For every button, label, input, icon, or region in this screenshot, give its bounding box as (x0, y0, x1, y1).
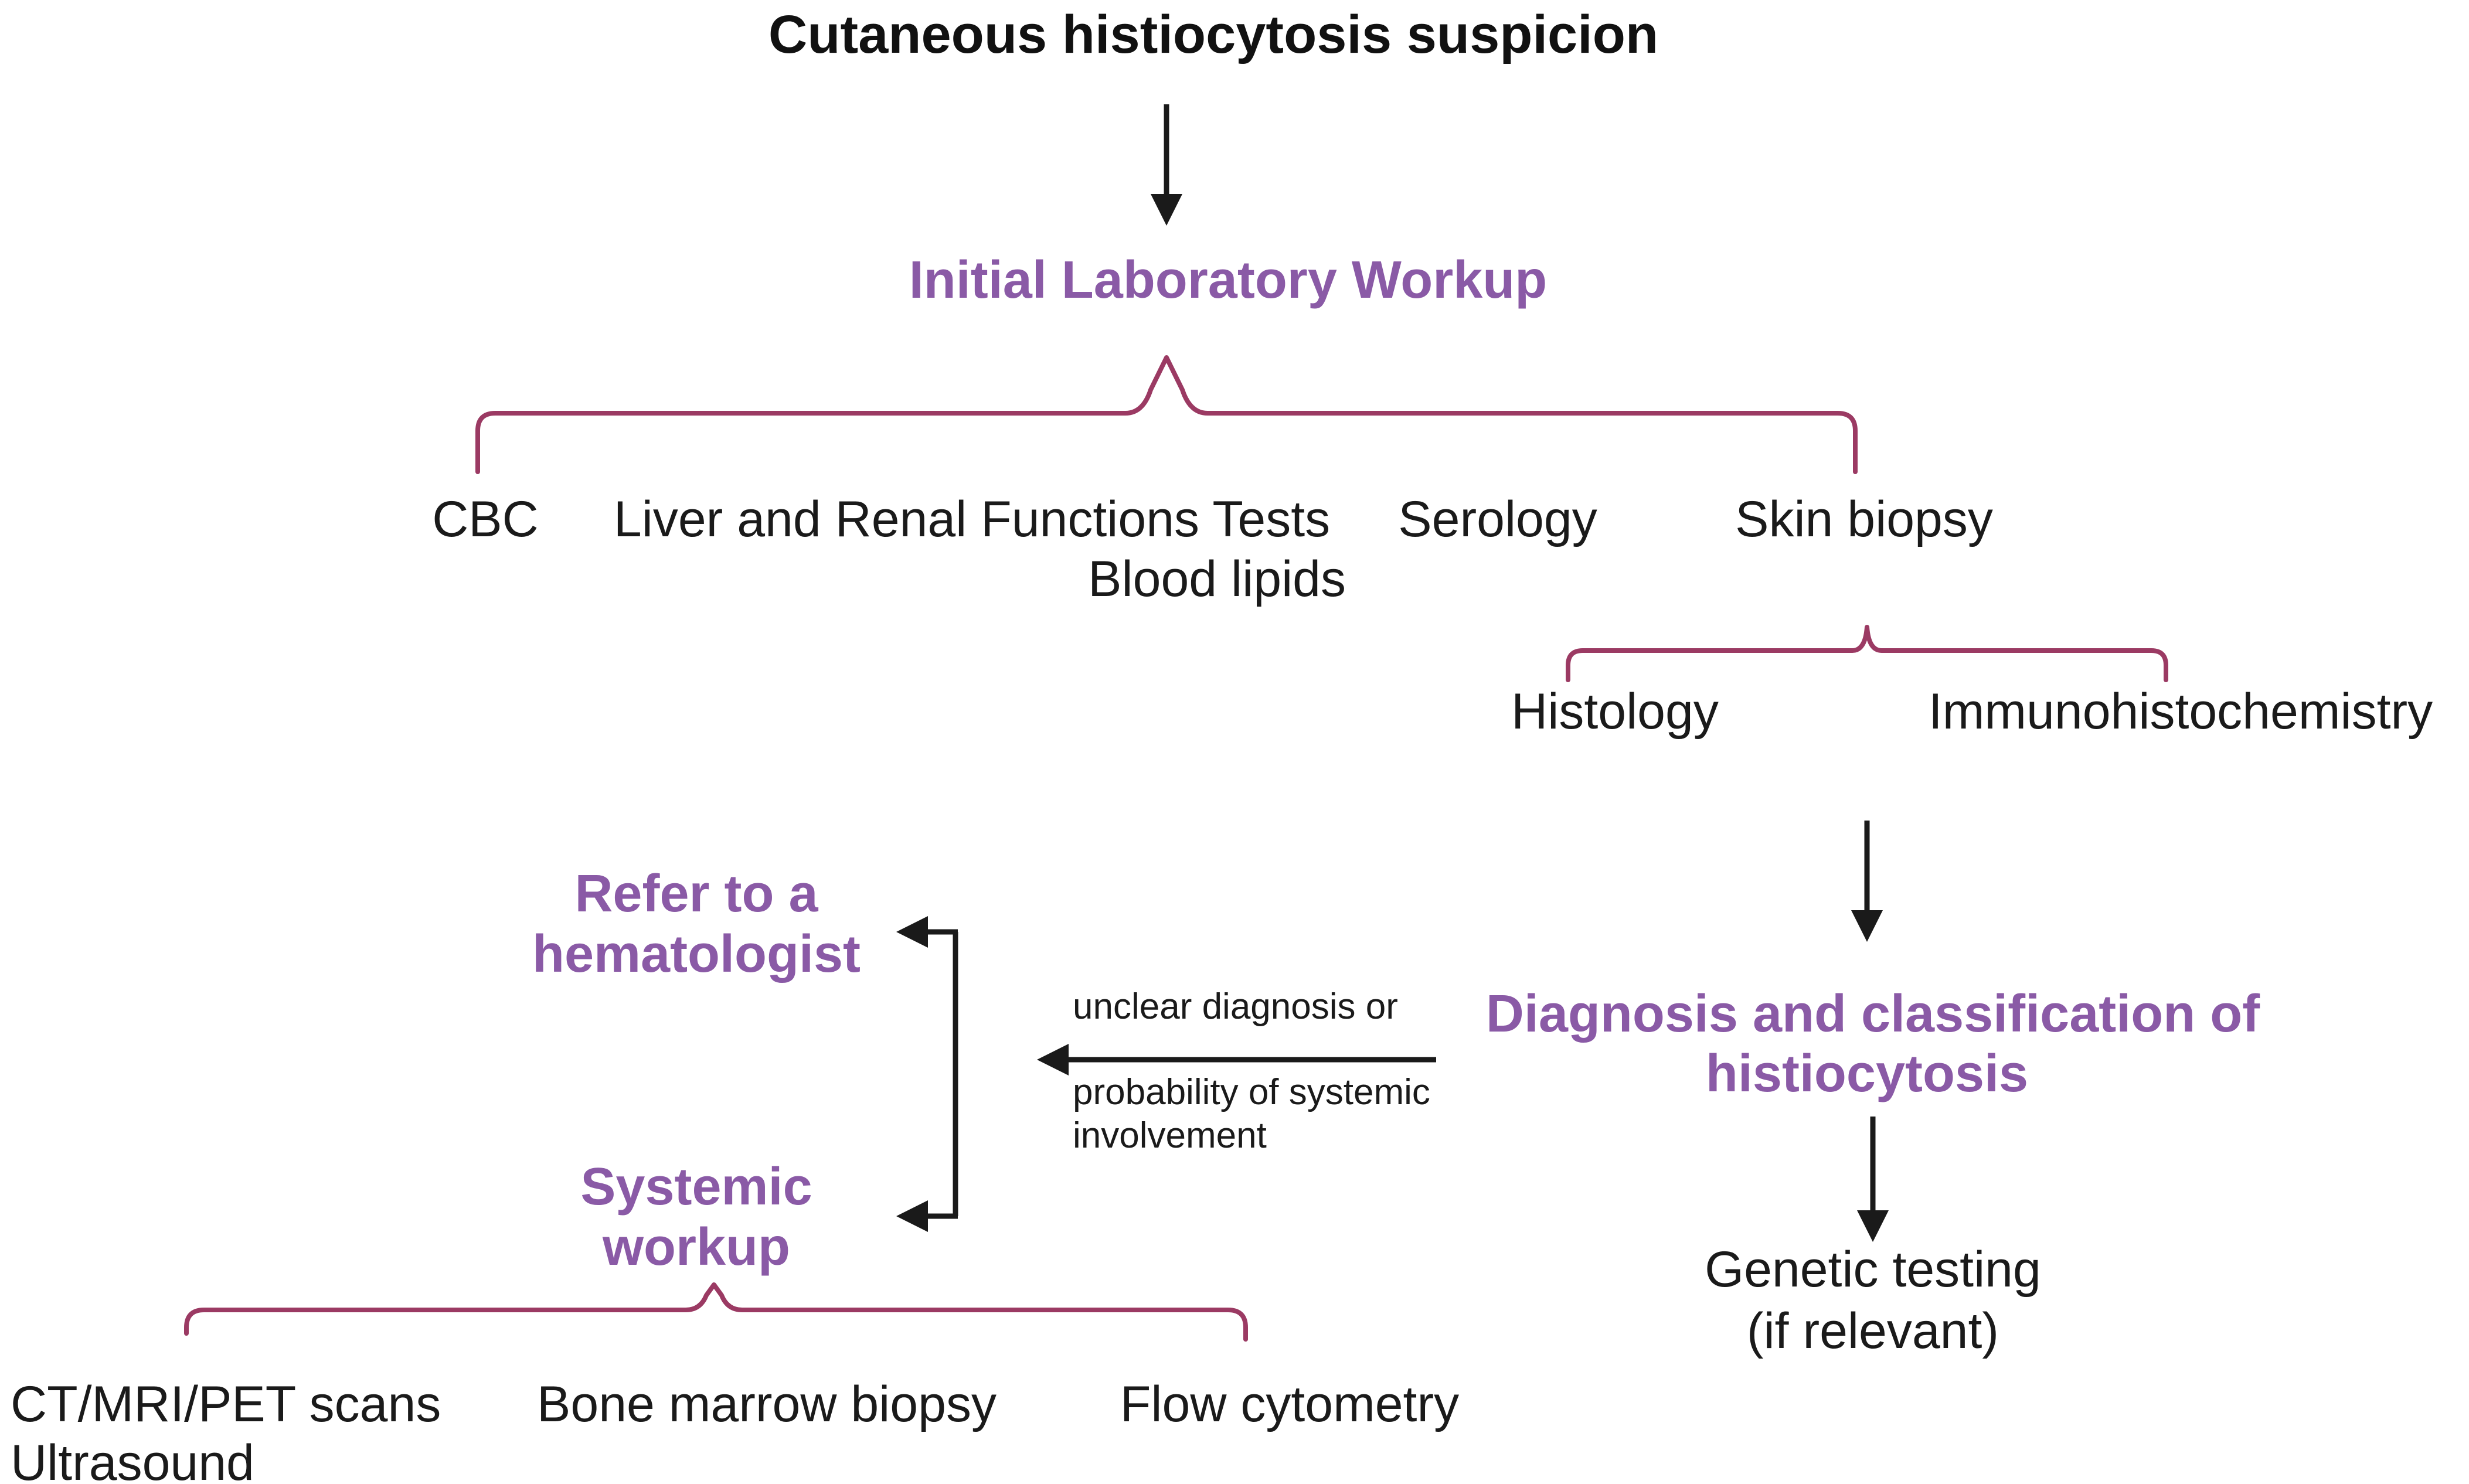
diagnosis-label-line2: histiocytosis (1706, 1044, 2028, 1103)
item-blood-lipids: Blood lipids (1088, 551, 1346, 607)
initial-workup-label: Initial Laboratory Workup (909, 251, 1547, 309)
diagnosis-label-line1: Diagnosis and classification of (1486, 985, 2260, 1043)
skin-biopsy-brace (1566, 625, 2168, 682)
item-flow-cytometry: Flow cytometry (1120, 1376, 1459, 1432)
refer-label-line1: Refer to a (574, 864, 818, 923)
condition-line3: involvement (1073, 1115, 1267, 1156)
item-ultrasound: Ultrasound (11, 1435, 254, 1484)
refer-label-line2: hematologist (532, 925, 861, 983)
systemic-workup-brace (184, 1282, 1248, 1342)
systemic-label-line1: Systemic (580, 1158, 812, 1216)
item-histology: Histology (1511, 683, 1719, 740)
condition-line2: probability of systemic (1073, 1072, 1430, 1112)
item-bone-marrow-biopsy: Bone marrow biopsy (537, 1376, 997, 1432)
genetic-testing-line2: (if relevant) (1747, 1303, 1999, 1359)
item-liver-renal-tests: Liver and Renal Functions Tests (614, 491, 1330, 547)
item-imaging-scans: CT/MRI/PET scans (11, 1376, 441, 1432)
genetic-testing-line1: Genetic testing (1705, 1241, 2041, 1298)
condition-line1: unclear diagnosis or (1073, 986, 1398, 1027)
diagram-title: Cutaneous histiocytosis suspicion (768, 5, 1658, 64)
item-cbc: CBC (432, 491, 539, 547)
initial-workup-brace (475, 355, 1858, 474)
item-serology: Serology (1398, 491, 1597, 547)
systemic-label-line2: workup (602, 1218, 790, 1277)
item-skin-biopsy: Skin biopsy (1735, 491, 1993, 547)
item-immunohistochemistry: Immunohistochemistry (1929, 683, 2433, 740)
